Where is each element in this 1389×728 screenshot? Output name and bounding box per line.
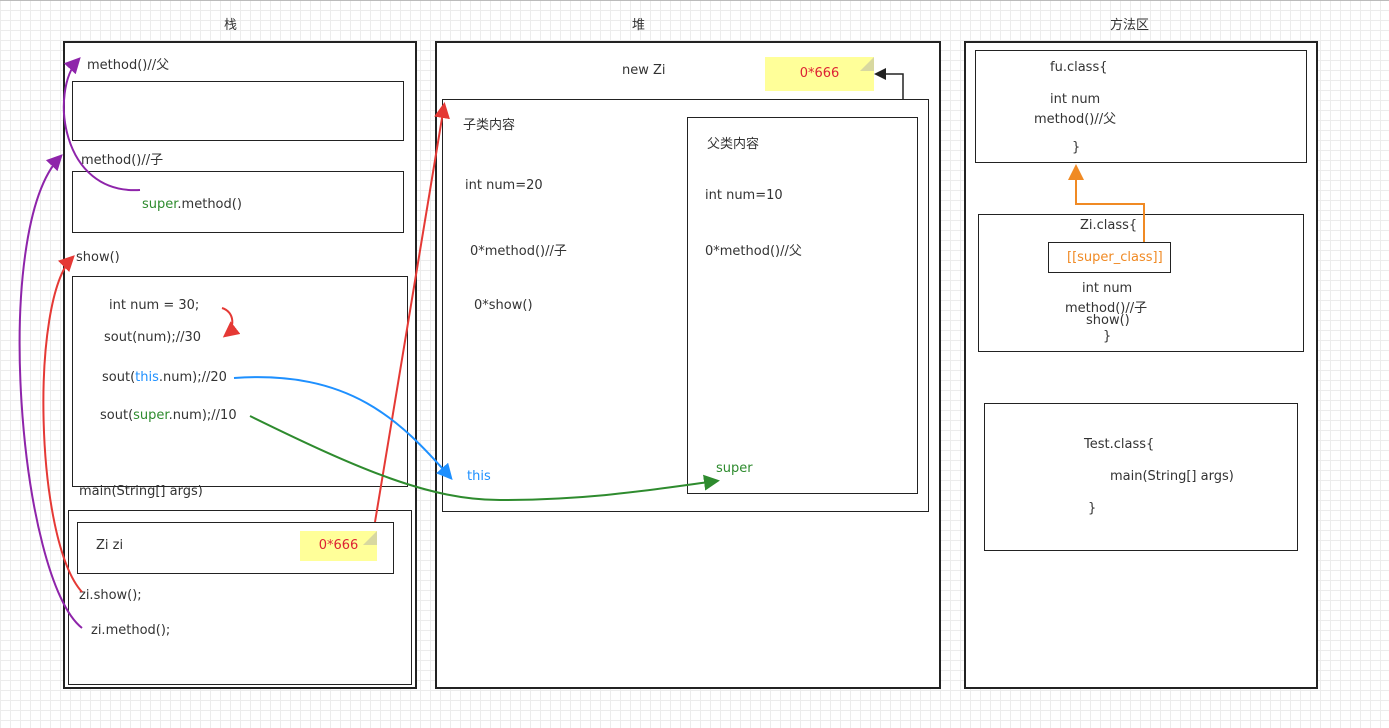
fu-class-header: fu.class{ (1050, 60, 1108, 75)
show-line-3-post: .num);//20 (158, 370, 227, 385)
show-line-3-pre: sout( (102, 370, 136, 385)
show-label: show() (76, 250, 120, 265)
call-show: zi.show(); (79, 588, 142, 603)
show-line-1: int num = 30; (109, 298, 200, 313)
zi-class-method: method()//子 (1065, 301, 1148, 316)
child-show: 0*show() (474, 298, 533, 313)
test-class-box (984, 403, 1298, 551)
child-content-title: 子类内容 (463, 118, 516, 133)
super-class-ref-box (1048, 242, 1171, 273)
show-line-4-post: .num);//10 (168, 408, 237, 423)
super-call-rest: .method() (177, 197, 242, 212)
super-method-call: super.method() (142, 197, 242, 212)
this-label: this (467, 469, 491, 484)
zi-variable: Zi zi (96, 538, 124, 553)
child-method: 0*method()//子 (470, 244, 567, 259)
super-keyword-2: super (133, 408, 169, 423)
show-line-3: sout(this.num);//20 (102, 370, 227, 385)
zi-address: 0*666 (318, 538, 359, 553)
main-label: main(String[] args) (79, 484, 203, 499)
super-keyword: super (142, 197, 178, 212)
super-label: super (716, 461, 753, 476)
method-zi-label: method()//子 (81, 153, 164, 168)
super-class-ref: [[super_class]] (1067, 250, 1163, 265)
zi-class-field: int num (1082, 281, 1133, 296)
new-zi-title: new Zi (622, 63, 666, 78)
fu-class-method: method()//父 (1034, 112, 1117, 127)
parent-content-title: 父类内容 (707, 137, 760, 152)
object-address-note: 0*666 (765, 57, 874, 91)
method-area-title: 方法区 (1110, 18, 1150, 33)
fu-class-close: } (1072, 140, 1081, 155)
method-fu-label: method()//父 (87, 58, 170, 73)
zi-class-box (978, 214, 1304, 352)
heap-title: 堆 (632, 18, 646, 33)
parent-num: int num=10 (705, 188, 783, 203)
show-line-4: sout(super.num);//10 (100, 408, 237, 423)
show-line-2: sout(num);//30 (104, 330, 202, 345)
test-class-close: } (1088, 501, 1097, 516)
show-line-4-pre: sout( (100, 408, 134, 423)
test-class-header: Test.class{ (1084, 437, 1155, 452)
object-address: 0*666 (799, 66, 840, 81)
stack-title: 栈 (224, 18, 238, 33)
fu-class-field: int num (1050, 92, 1101, 107)
zi-class-header: Zi.class{ (1080, 218, 1138, 233)
child-num: int num=20 (465, 178, 543, 193)
fu-class-box (975, 50, 1307, 163)
top-divider (0, 0, 1389, 1)
parent-method: 0*method()//父 (705, 244, 802, 259)
this-keyword: this (135, 370, 159, 385)
zi-address-note: 0*666 (300, 531, 377, 561)
zi-class-close: } (1103, 329, 1112, 344)
method-fu-frame (72, 81, 404, 141)
parent-content-box (687, 117, 918, 494)
call-method: zi.method(); (91, 623, 171, 638)
zi-class-show: show() (1086, 313, 1130, 328)
test-class-main: main(String[] args) (1110, 469, 1234, 484)
